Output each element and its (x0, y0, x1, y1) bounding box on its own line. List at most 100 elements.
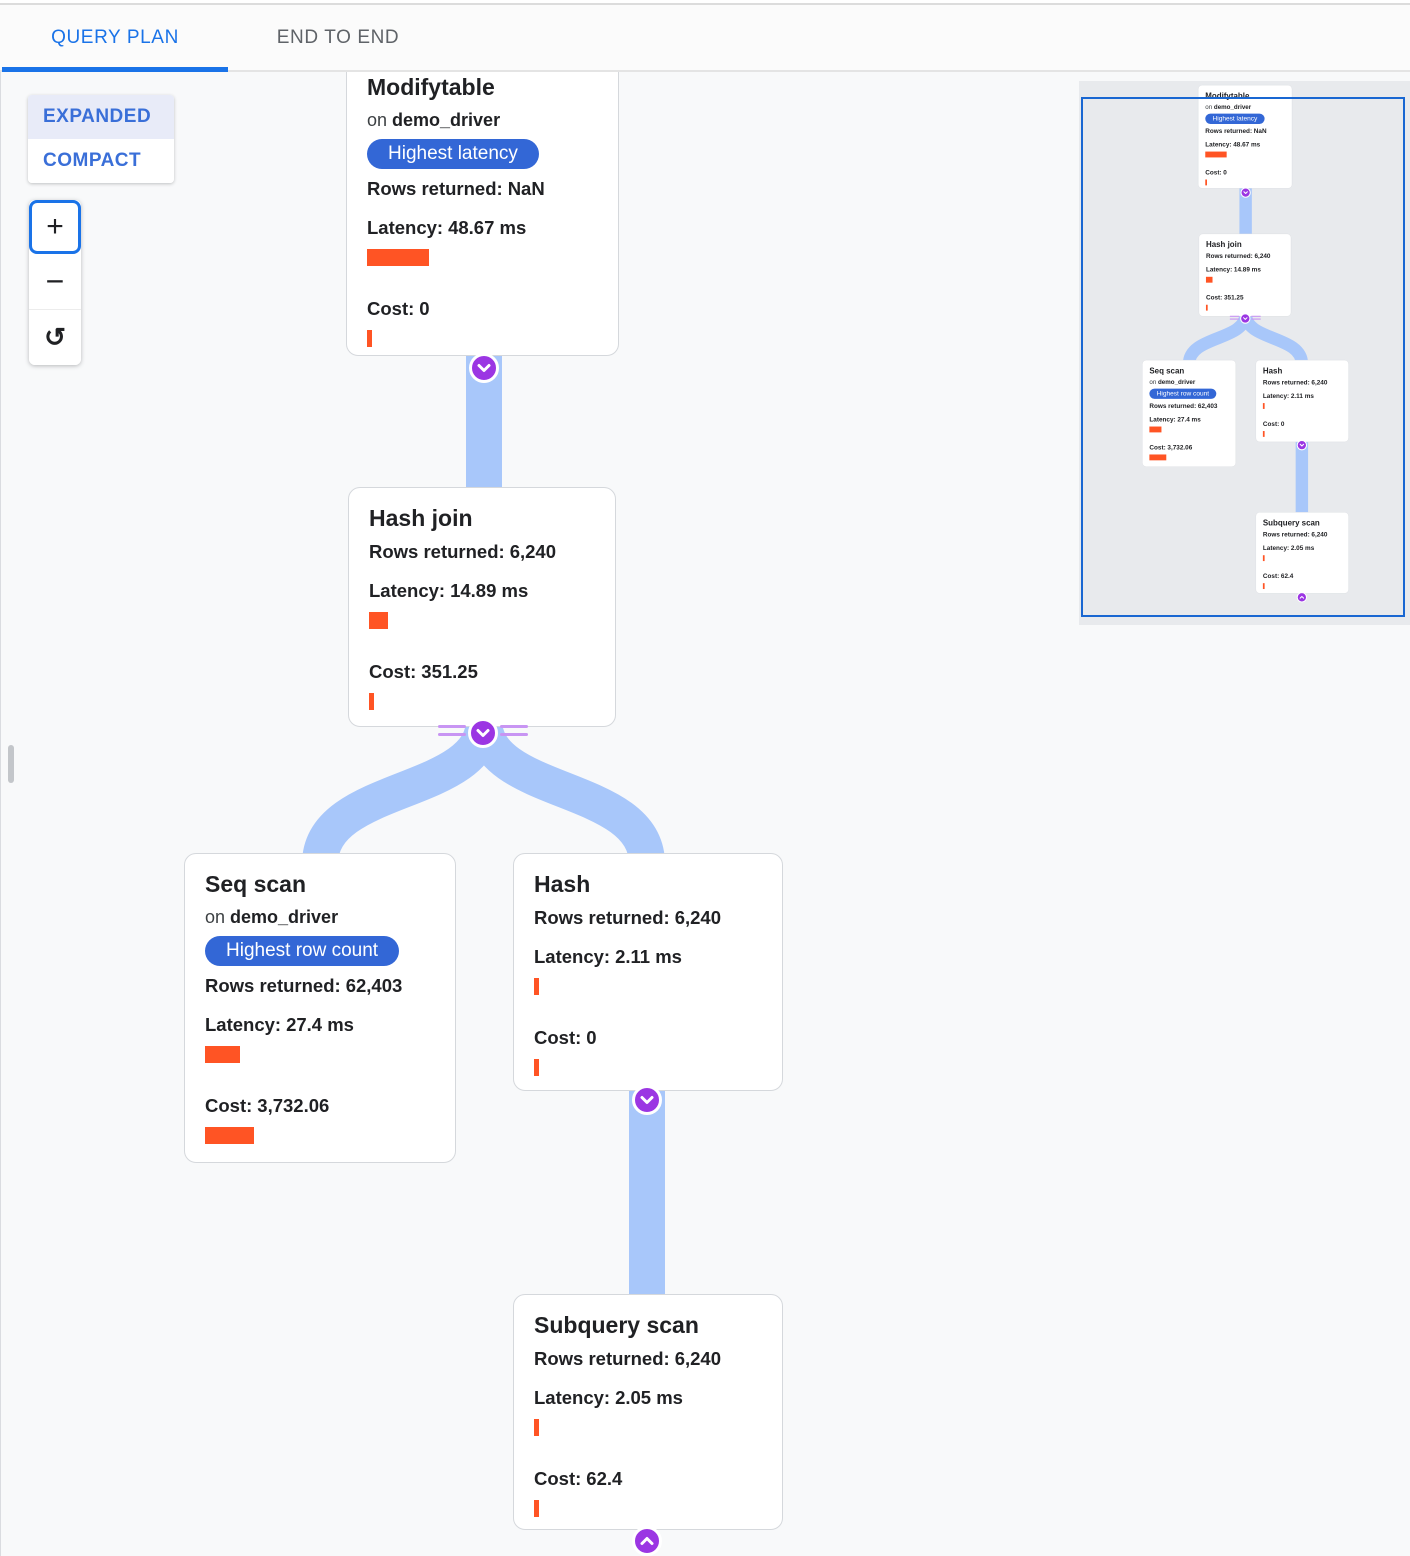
minimap-latency-bar (1205, 151, 1227, 158)
minimap-latency-line: Latency:27.4 ms (1149, 415, 1228, 423)
plan-node-hash-join[interactable]: Hash join Rows returned:6,240 Latency:14… (348, 487, 616, 727)
minimap-collapse-modifytable-button (1240, 187, 1251, 198)
minimap-cost-bar (1262, 583, 1265, 590)
metric-value: 2.11 ms (615, 946, 682, 967)
minimap-expand-subquery-scan-button (1296, 592, 1308, 603)
minimap-node-title: Hash join (1205, 239, 1242, 249)
minimap-metric-label: Cost: (1205, 293, 1223, 301)
minimap-metric-label: Cost: (1149, 443, 1166, 451)
minimap-metric-value: 14.89 ms (1233, 265, 1261, 274)
minimap-metric-label: Rows returned: (1205, 252, 1253, 260)
badge-highest-latency: Highest latency (367, 139, 539, 169)
metric-label: Rows returned: (205, 975, 341, 996)
cost-line: Cost:0 (534, 1026, 762, 1050)
minimap-metric-label: Cost: (1262, 419, 1280, 428)
minimap-metric-value: 3,732.06 (1167, 443, 1193, 451)
table-name: demo_driver (392, 110, 501, 130)
minimap-latency-bar (1149, 426, 1162, 433)
metric-value: 3,732.06 (257, 1095, 330, 1116)
expanded-button[interactable]: EXPANDED (28, 95, 174, 139)
minimap-cost-bar (1205, 304, 1208, 311)
zoom-out-button[interactable]: − (29, 254, 81, 309)
minimap-metric-label: Cost: (1262, 572, 1280, 580)
reset-view-button[interactable]: ↺ (29, 310, 81, 365)
latency-line: Latency:2.11 ms (534, 945, 762, 969)
metric-label: Rows returned: (367, 178, 503, 199)
plan-node-hash[interactable]: Hash Rows returned:6,240 Latency:2.11 ms… (513, 853, 783, 1091)
minimap-chevron-up-icon (1299, 595, 1305, 599)
minimap-node-title: Subquery scan (1262, 518, 1320, 528)
minimap-plan-node-hash-join: Hash join Rows returned:6,240 Latency:14… (1198, 233, 1292, 317)
plan-node-subquery-scan[interactable]: Subquery scan Rows returned:6,240 Latenc… (513, 1294, 783, 1530)
collapse-line (500, 733, 528, 736)
minimap-rows-returned-line: Rows returned:6,240 (1206, 252, 1284, 260)
latency-bar (534, 978, 539, 995)
on-label: on (367, 110, 388, 130)
minimap-metric-label: Latency: (1205, 140, 1232, 148)
metric-label: Rows returned: (534, 1348, 670, 1369)
latency-line: Latency:2.05 ms (534, 1386, 762, 1410)
cost-bar (534, 1500, 539, 1517)
minimap-chevron-down-icon (1243, 317, 1249, 320)
minimap-latency-line: Latency:14.89 ms (1206, 265, 1284, 273)
metric-value: 0 (586, 1027, 597, 1048)
rows-returned-line: Rows returned:NaN (367, 177, 598, 201)
minimap-plan-node-seq-scan: Seq scan ondemo_driver Highest row count… (1142, 359, 1236, 467)
rows-returned-line: Rows returned:6,240 (534, 1347, 762, 1371)
minimap-latency-line: Latency:48.67 ms (1205, 140, 1285, 148)
minimap-latency-line: Latency:2.05 ms (1263, 544, 1342, 552)
minimap-metric-value: 6,240 (1311, 530, 1328, 538)
cost-bar (205, 1127, 255, 1144)
minimap-cost-bar (1205, 179, 1207, 186)
tab-end-to-end[interactable]: END TO END (276, 26, 400, 48)
compact-button[interactable]: COMPACT (28, 139, 174, 183)
minimap-viewport[interactable] (1081, 97, 1405, 617)
cost-bar (367, 330, 372, 347)
minimap-table-name: demo_driver (1158, 378, 1196, 386)
minimap-badge-highest-row-count: Highest row count (1149, 388, 1217, 399)
rows-returned-line: Rows returned:6,240 (534, 906, 762, 930)
minimap-metric-value: 62.4 (1280, 572, 1294, 580)
metric-label: Cost: (369, 661, 417, 682)
collapse-hash-button[interactable] (632, 1085, 662, 1115)
minimap-metric-label: Rows returned: (1262, 378, 1310, 386)
chevron-down-icon (476, 363, 492, 373)
cost-line: Cost:3,732.06 (205, 1094, 435, 1118)
minimap-metric-value: 6,240 (1311, 378, 1328, 386)
minimap-collapse-line (1229, 318, 1240, 320)
collapse-line (438, 733, 466, 736)
tab-query-plan[interactable]: QUERY PLAN (2, 5, 228, 72)
metric-label: Latency: (369, 580, 446, 601)
collapse-hash-join-button[interactable] (468, 718, 498, 748)
metric-value: 351.25 (421, 661, 478, 682)
metric-value: 6,240 (674, 907, 721, 928)
vertical-scrollbar-thumb[interactable] (8, 745, 14, 783)
metric-value: 48.67 ms (448, 217, 527, 238)
minimap-latency-line: Latency:2.11 ms (1263, 392, 1342, 400)
chevron-down-icon (475, 728, 491, 738)
minimap-metric-label: Rows returned: (1149, 402, 1197, 410)
minimap-collapse-line (1251, 315, 1261, 317)
view-mode-toggle: EXPANDED COMPACT (28, 95, 174, 183)
cost-bar (369, 693, 374, 710)
zoom-in-button[interactable]: + (29, 200, 81, 254)
minimap-metric-label: Rows returned: (1205, 127, 1253, 135)
minimap-collapse-line (1229, 315, 1240, 317)
minimap-cost-line: Cost:3,732.06 (1149, 443, 1228, 451)
node-title: Seq scan (205, 871, 306, 897)
minimap[interactable]: Modifytable ondemo_driver Highest latenc… (1079, 81, 1410, 625)
on-label: on (205, 907, 226, 927)
minimap-metric-value: 0 (1223, 168, 1227, 176)
minimap-metric-value: 0 (1280, 419, 1285, 428)
zoom-controls: + − ↺ (29, 200, 81, 365)
minimap-node-table-line: ondemo_driver (1149, 378, 1228, 386)
collapse-modifytable-button[interactable] (469, 353, 499, 383)
divider (29, 309, 81, 310)
expand-subquery-scan-button[interactable] (632, 1526, 662, 1556)
latency-bar (369, 612, 389, 629)
metric-value: 62,403 (345, 975, 403, 996)
